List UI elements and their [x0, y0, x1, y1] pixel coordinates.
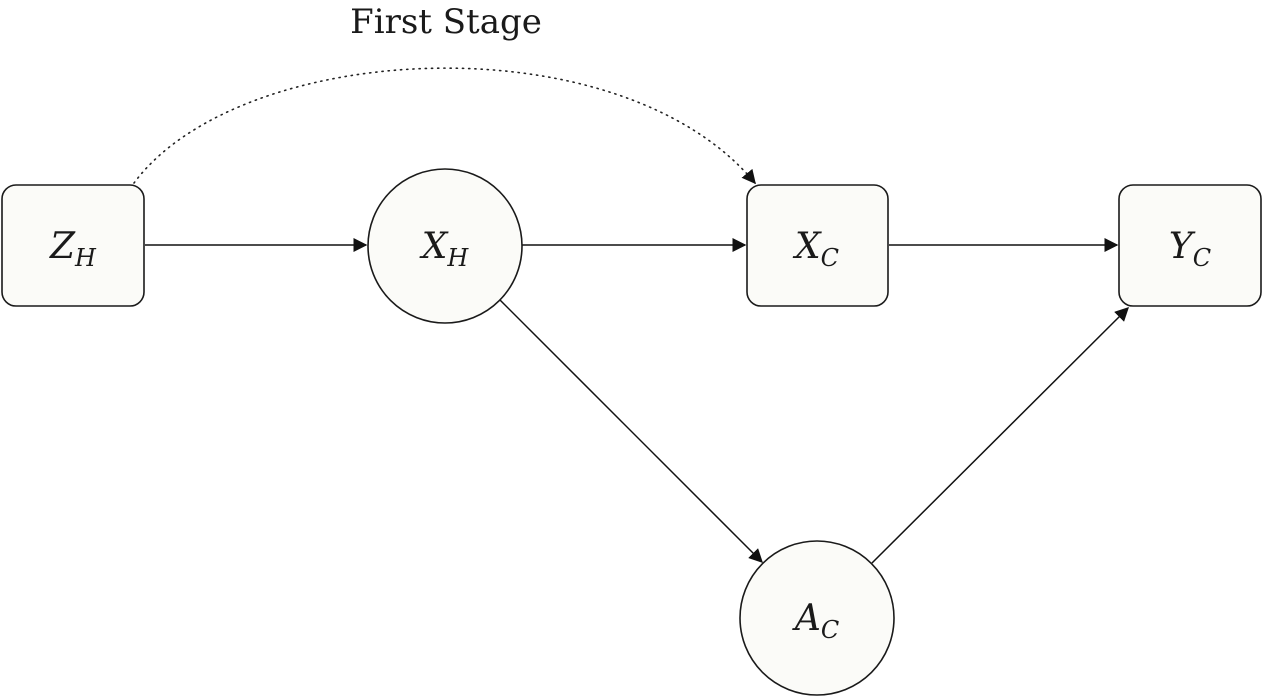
node-x-h: XH: [367, 168, 523, 324]
node-y-c-box: [1118, 184, 1262, 307]
node-a-c-label: AC: [792, 598, 839, 644]
node-x-c-box: [746, 184, 889, 307]
node-a-c-circle: [739, 540, 895, 696]
node-z-h: ZH: [1, 184, 145, 307]
edge-z-h-to-x-c-first-stage: [133, 67, 756, 185]
first-stage-label: First Stage: [350, 2, 542, 42]
node-x-h-circle: [367, 168, 523, 324]
node-z-h-box: [1, 184, 145, 307]
node-x-c: XC: [746, 184, 889, 307]
node-y-c-label: YC: [1169, 226, 1211, 272]
edge-a-c-to-y-c: [871, 307, 1129, 564]
node-x-c-label: XC: [792, 226, 839, 272]
edge-x-h-to-a-c: [499, 299, 763, 563]
node-z-h-label: ZH: [49, 226, 97, 272]
node-a-c: AC: [739, 540, 895, 696]
node-y-c: YC: [1118, 184, 1262, 307]
node-x-h-label: XH: [419, 226, 470, 272]
